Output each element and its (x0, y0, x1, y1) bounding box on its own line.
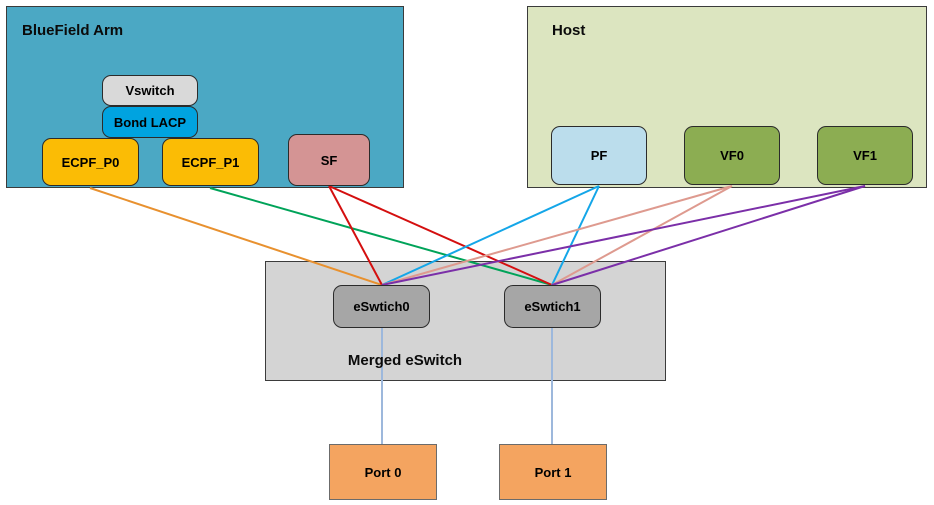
node-vf1[interactable]: VF1 (817, 126, 913, 185)
node-label-ecpf_p0: ECPF_P0 (61, 154, 120, 170)
panel-title-merged: Merged eSwitch (347, 352, 463, 369)
node-port1[interactable]: Port 1 (499, 444, 607, 500)
node-label-vswitch: Vswitch (125, 83, 175, 98)
node-vf0[interactable]: VF0 (684, 126, 780, 185)
node-eswitch0[interactable]: eSwtich0 (333, 285, 430, 328)
node-label-port0: Port 0 (364, 464, 402, 480)
node-pf[interactable]: PF (551, 126, 647, 185)
node-label-vf0: VF0 (720, 148, 744, 163)
node-bond_lacp[interactable]: Bond LACP (102, 106, 198, 138)
node-label-bond_lacp: Bond LACP (113, 114, 187, 130)
node-ecpf_p1[interactable]: ECPF_P1 (162, 138, 259, 186)
node-label-ecpf_p1: ECPF_P1 (181, 154, 240, 170)
node-vswitch[interactable]: Vswitch (102, 75, 198, 106)
panel-title-host: Host (552, 22, 586, 39)
node-port0[interactable]: Port 0 (329, 444, 437, 500)
node-label-eswitch0: eSwtich0 (353, 299, 410, 314)
node-ecpf_p0[interactable]: ECPF_P0 (42, 138, 139, 186)
node-sf[interactable]: SF (288, 134, 370, 186)
node-eswitch1[interactable]: eSwtich1 (504, 285, 601, 328)
node-label-eswitch1: eSwtich1 (524, 299, 581, 314)
panel-title-bluefield: BlueField Arm (22, 22, 124, 39)
node-label-vf1: VF1 (853, 148, 877, 163)
node-label-sf: SF (320, 152, 338, 168)
node-label-pf: PF (590, 148, 608, 163)
node-label-port1: Port 1 (534, 464, 572, 480)
